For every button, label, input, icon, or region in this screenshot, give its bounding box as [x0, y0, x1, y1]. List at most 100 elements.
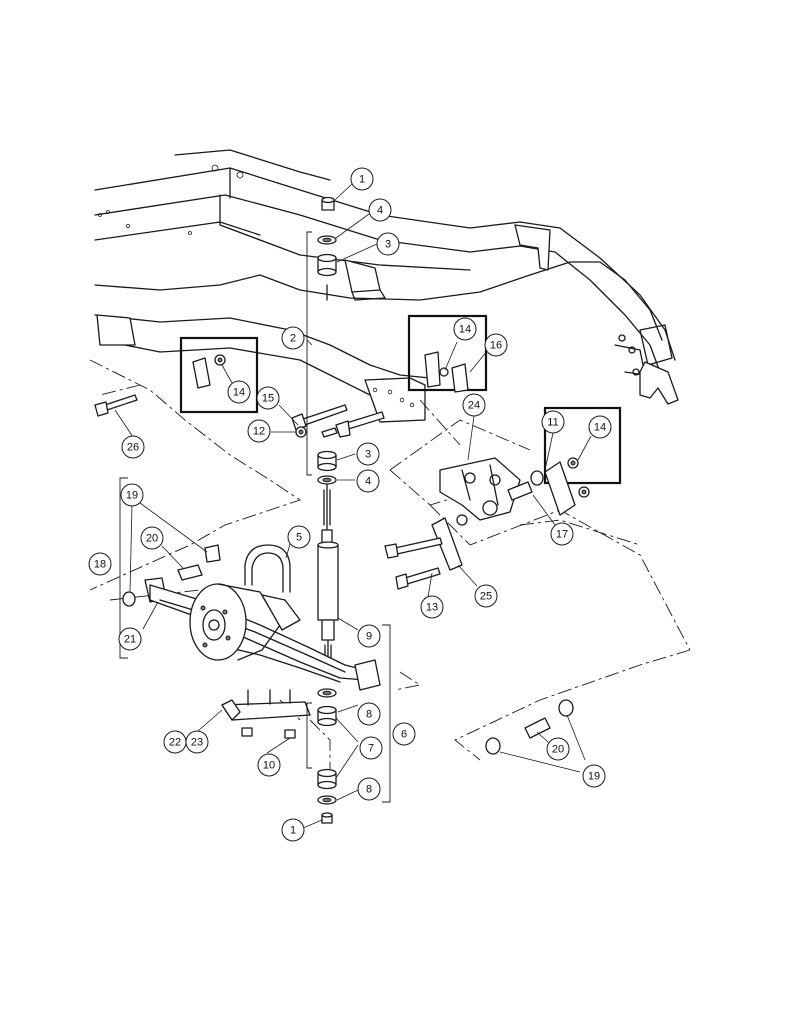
callout-number: 14 [233, 387, 245, 399]
callout-c14-left: 14 [227, 380, 251, 404]
callout-c3-mid: 3 [356, 442, 380, 466]
callout-circle [453, 317, 477, 341]
callout-number: 12 [253, 426, 265, 438]
callout-c18: 18 [88, 552, 112, 576]
callout-circle [185, 730, 209, 754]
callout-circle [88, 552, 112, 576]
callout-number: 2 [290, 333, 296, 345]
callout-number: 18 [94, 559, 106, 571]
shackle-parts [384, 461, 590, 590]
callout-c8-mid: 8 [357, 702, 381, 726]
callout-circle [281, 326, 305, 350]
callout-number: 9 [366, 631, 372, 643]
callout-number: 24 [468, 400, 480, 412]
callout-c8-bot: 8 [357, 777, 381, 801]
callout-c21: 21 [118, 627, 142, 651]
bracket-2 [306, 231, 312, 476]
callout-circle [392, 722, 416, 746]
callout-c6: 6 [392, 722, 416, 746]
callout-circle [281, 818, 305, 842]
callout-circle [357, 777, 381, 801]
callout-number: 6 [401, 729, 407, 741]
bracket-7 [306, 702, 312, 769]
shock-top-hardware [317, 196, 337, 301]
callout-number: 17 [556, 529, 568, 541]
callout-c26: 26 [121, 435, 145, 459]
callout-circle [357, 702, 381, 726]
callout-c7: 7 [359, 736, 383, 760]
callout-number: 22 [169, 737, 181, 749]
vehicle-frame [94, 149, 679, 423]
callout-number: 4 [377, 205, 383, 217]
callout-c20-right: 20 [546, 737, 570, 761]
callout-c2: 2 [281, 326, 305, 350]
left-bracket-detail [179, 336, 259, 414]
callout-circle [550, 522, 574, 546]
callout-circle [121, 435, 145, 459]
callout-number: 10 [263, 760, 275, 772]
callout-circle [356, 469, 380, 493]
callout-number: 19 [588, 771, 600, 783]
callout-c25: 25 [474, 584, 498, 608]
callout-c23: 23 [185, 730, 209, 754]
callout-circle [247, 419, 271, 443]
callout-number: 3 [385, 239, 391, 251]
callout-number: 14 [459, 324, 471, 336]
callout-circle [359, 736, 383, 760]
right-bracket-detail [543, 406, 622, 485]
callout-circle [541, 410, 565, 434]
callout-number: 1 [359, 174, 365, 186]
spring-hanger-bolts [291, 404, 385, 438]
shock-mid-bushing [317, 450, 337, 485]
callout-circle [357, 624, 381, 648]
callout-c4-top: 4 [368, 198, 392, 222]
callout-c16: 16 [484, 333, 508, 357]
callout-circle [120, 483, 144, 507]
callout-c24: 24 [462, 393, 486, 417]
callout-number: 13 [426, 602, 438, 614]
callout-c11: 11 [541, 410, 565, 434]
callout-number: 4 [365, 476, 371, 488]
callout-number: 15 [262, 393, 274, 405]
callout-c14-mid: 14 [453, 317, 477, 341]
callout-c5: 5 [287, 525, 311, 549]
callout-circle [257, 753, 281, 777]
callout-number: 16 [490, 340, 502, 352]
callout-number: 1 [290, 825, 296, 837]
callout-number: 23 [191, 737, 203, 749]
callout-circle [484, 333, 508, 357]
callout-circle [474, 584, 498, 608]
callout-c19-left: 19 [120, 483, 144, 507]
leader-lines [114, 182, 592, 829]
shock-absorber-9 [317, 484, 339, 671]
callout-circle [356, 442, 380, 466]
callout-number: 20 [146, 533, 158, 545]
leaf-spring-assembly [122, 544, 381, 739]
shock-lower-hardware [317, 688, 337, 824]
callout-c10: 10 [257, 753, 281, 777]
callout-c15: 15 [256, 386, 280, 410]
callout-c1-top: 1 [350, 167, 374, 191]
callout-c17: 17 [550, 522, 574, 546]
callout-c12: 12 [247, 419, 271, 443]
spring-hanger-24 [439, 457, 521, 521]
callout-number: 7 [368, 743, 374, 755]
callout-number: 5 [296, 532, 302, 544]
callout-circle [546, 737, 570, 761]
callout-circle [140, 526, 164, 550]
callout-circle [287, 525, 311, 549]
callout-c20-left: 20 [140, 526, 164, 550]
callout-circle [350, 167, 374, 191]
callout-c4-mid: 4 [356, 469, 380, 493]
callout-circle [588, 415, 612, 439]
bracket-18 [119, 477, 128, 659]
callout-number: 8 [366, 784, 372, 796]
callout-circle [376, 232, 400, 256]
callout-circle [227, 380, 251, 404]
callout-c22: 22 [163, 730, 187, 754]
callout-c9: 9 [357, 624, 381, 648]
callout-circle [462, 393, 486, 417]
callout-circle [118, 627, 142, 651]
